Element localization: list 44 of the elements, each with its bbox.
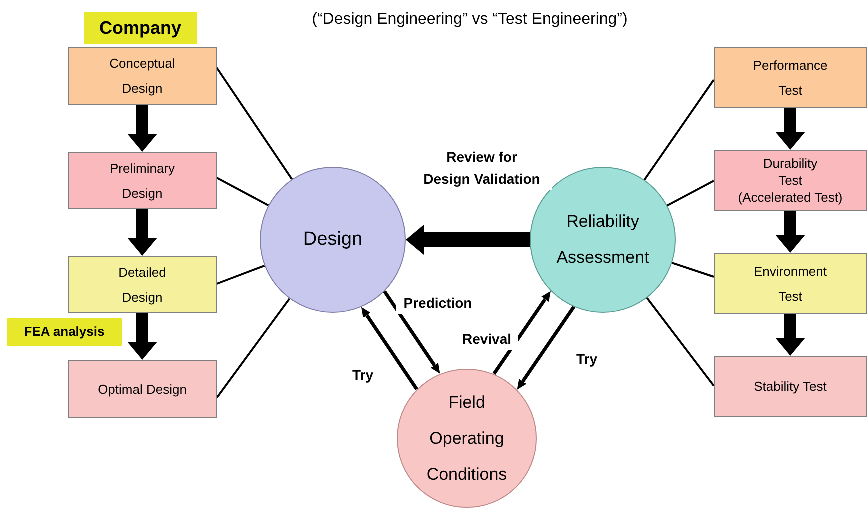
connector-line (672, 262, 714, 278)
highlight-tag (84, 12, 197, 44)
node-label: FEA analysis (24, 323, 105, 341)
connector-line (216, 298, 291, 399)
node-label: Environment Test (753, 262, 828, 306)
node-label: Company (99, 17, 182, 39)
connector-line (216, 264, 266, 285)
node-label: Design (303, 228, 363, 252)
arrow (383, 290, 440, 374)
arrow (406, 225, 530, 255)
arrow (776, 108, 806, 150)
highlight-tag (7, 318, 122, 346)
process-box (714, 253, 867, 314)
node-label: Optimal Design (98, 380, 187, 399)
connector-line (644, 79, 715, 181)
process-box (714, 150, 867, 211)
arrow (776, 211, 806, 253)
node-label: Stability Test (754, 378, 827, 396)
process-box (68, 47, 217, 105)
connector-line (216, 67, 294, 180)
node-label: Preliminary Design (108, 160, 176, 203)
connector-line (666, 180, 714, 207)
arrow (128, 313, 158, 360)
node-label: Performance Test (752, 56, 829, 100)
node-label: (Accelerated Test) (738, 189, 843, 206)
arrow (128, 105, 158, 152)
node-label: Reliability Assessment (556, 211, 650, 269)
diagram-title: (“Design Engineering” vs “Test Engineering”) (311, 10, 629, 30)
arrow (361, 307, 418, 390)
process-box (68, 152, 217, 209)
connector-line (216, 177, 270, 206)
connector-line (646, 298, 715, 387)
process-box (68, 256, 217, 313)
process-box (68, 360, 217, 418)
node-label: Conceptual Design (108, 55, 176, 98)
arrow (517, 306, 576, 390)
arrow (128, 209, 158, 256)
node-label: Detailed Design (118, 264, 168, 307)
process-box (714, 47, 867, 108)
arrow (492, 291, 551, 375)
node-label: Durability Test (762, 155, 819, 189)
arrow (776, 314, 806, 356)
node-label: Field Operating Conditions (426, 392, 508, 486)
process-box (714, 356, 867, 417)
